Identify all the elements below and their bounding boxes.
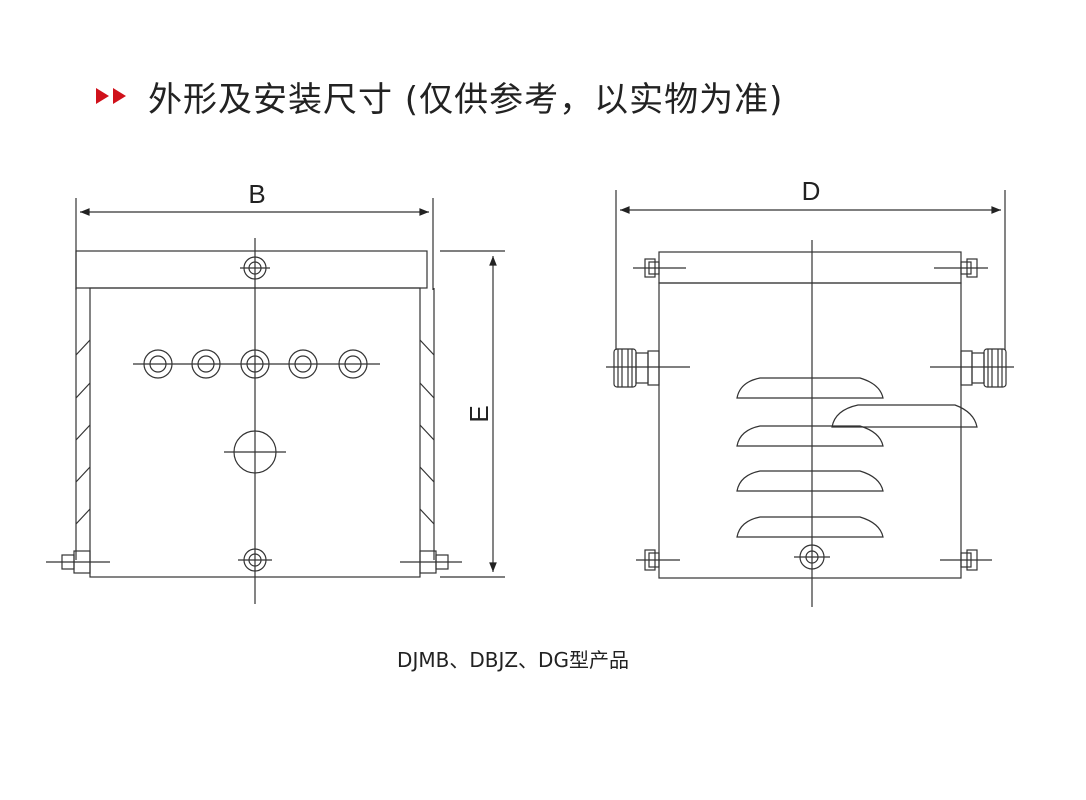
front-view xyxy=(46,198,505,604)
page-title: 外形及安装尺寸 (仅供参考，以实物为准) xyxy=(148,79,784,120)
top-bar xyxy=(658,251,962,284)
product-caption: DJMB、DBJZ、DG型产品 xyxy=(397,648,629,672)
dimension-label-b: B xyxy=(248,179,265,209)
arrow-right-icon xyxy=(96,88,109,104)
louver-vents xyxy=(736,377,978,538)
heading-marker-icon xyxy=(96,88,126,104)
page-heading: 外形及安装尺寸 (仅供参考，以实物为准) xyxy=(96,70,783,122)
right-fins xyxy=(419,288,435,560)
arrow-right-icon xyxy=(113,88,126,104)
side-view xyxy=(606,190,1014,607)
left-fins xyxy=(75,288,91,560)
top-plate xyxy=(75,250,428,289)
dimension-label-d: D xyxy=(802,176,821,206)
terminal-row xyxy=(143,349,368,379)
side-body xyxy=(658,282,962,579)
dimension-label-e: E xyxy=(464,405,494,422)
